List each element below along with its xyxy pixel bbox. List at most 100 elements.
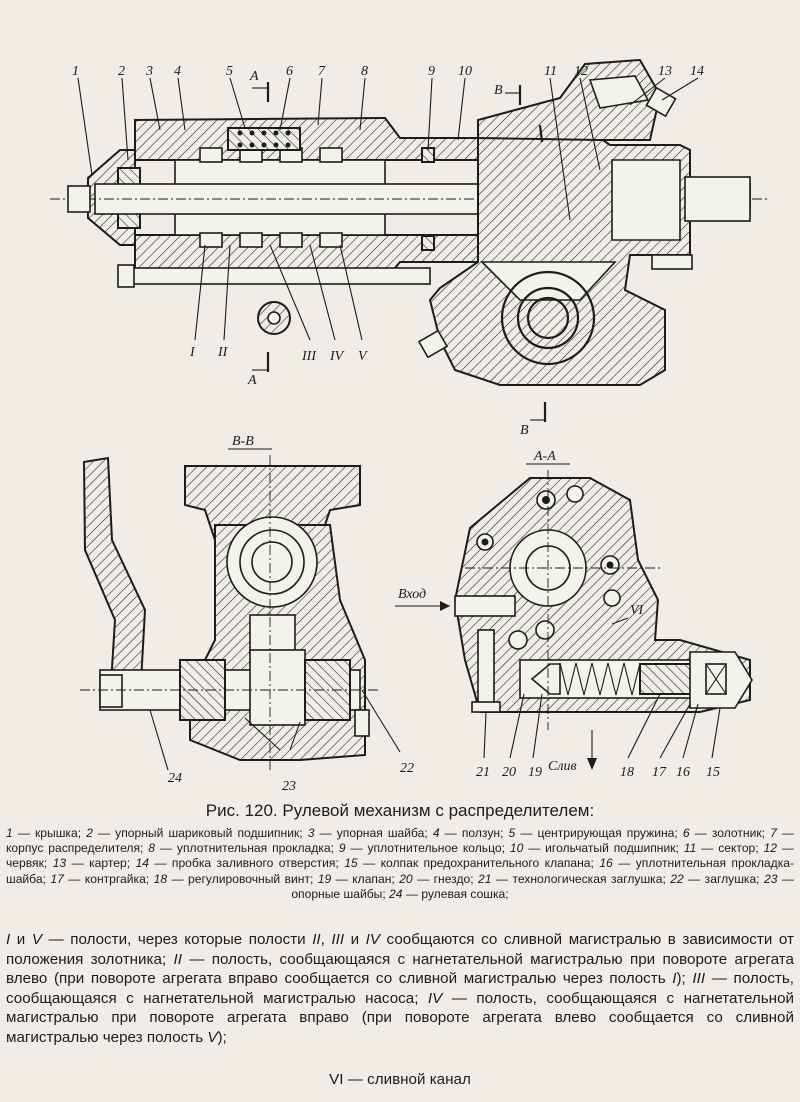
aa-tech-plug xyxy=(477,629,495,711)
svg-text:II: II xyxy=(217,345,229,360)
svg-text:10: 10 xyxy=(458,64,472,79)
legend-number: 7 xyxy=(770,826,777,840)
bb-plug xyxy=(354,709,370,737)
cavity-reference: VI xyxy=(329,1071,344,1088)
cavity-reference: V xyxy=(207,1028,218,1046)
svg-text:В: В xyxy=(494,83,503,98)
cavity-grooves xyxy=(199,147,343,248)
aa-inlet-channel xyxy=(454,595,516,617)
svg-text:Вход: Вход xyxy=(398,587,426,602)
svg-text:12: 12 xyxy=(574,64,588,79)
svg-text:V: V xyxy=(358,349,368,364)
svg-text:3: 3 xyxy=(145,64,153,79)
side-bolt xyxy=(651,254,693,270)
body-text-run: и xyxy=(344,931,366,948)
legend-text: — крышка; xyxy=(12,826,87,840)
seal-ring-bottom xyxy=(421,235,435,251)
body-text-run: ); xyxy=(676,970,693,988)
legend-number: 14 xyxy=(135,856,149,871)
svg-text:18: 18 xyxy=(620,765,634,780)
legend-number: 15 xyxy=(344,856,358,871)
section-bb: В-В 24 23 22 xyxy=(80,434,414,794)
legend-number: 1 xyxy=(6,826,13,840)
upper-chamber xyxy=(611,159,681,241)
legend-number: 23 xyxy=(764,871,778,886)
svg-text:IV: IV xyxy=(329,349,345,364)
section-mark-b: В В xyxy=(494,83,547,438)
legend-number: 4 xyxy=(432,826,440,840)
svg-text:6: 6 xyxy=(286,64,293,79)
legend-text: — уплотнительная прокладка; xyxy=(155,841,339,856)
legend-text: — корпус распределителя; xyxy=(6,826,794,856)
svg-text:19: 19 xyxy=(528,765,542,780)
legend-text: — пробка заливного отверстия; xyxy=(148,856,345,871)
cavity-reference: III xyxy=(331,931,345,948)
filler-plug xyxy=(645,86,677,118)
bb-sector-tooth xyxy=(249,614,296,656)
legend-text: — регулировочный винт; xyxy=(167,871,318,886)
aa-valve xyxy=(530,663,561,695)
cavity-reference: IV xyxy=(427,989,443,1007)
svg-text:23: 23 xyxy=(282,779,296,794)
legend-text: — центрирующая пружина; xyxy=(515,826,683,840)
cavity-reference: I xyxy=(672,970,677,988)
legend-text: — рулевая сошка; xyxy=(402,886,509,901)
svg-text:13: 13 xyxy=(658,64,672,79)
figure-caption-title: Рис. 120. Рулевой механизм с распределит… xyxy=(205,801,595,820)
svg-text:17: 17 xyxy=(652,765,667,780)
svg-text:21: 21 xyxy=(476,765,490,780)
legend-number: 8 xyxy=(148,841,156,856)
legend-number: 11 xyxy=(683,841,697,856)
seal-ring-top xyxy=(421,147,435,163)
legend-number: 2 xyxy=(86,826,93,840)
pitman-arm xyxy=(82,456,147,701)
svg-text:9: 9 xyxy=(428,64,435,79)
main-longitudinal-section: А А В В xyxy=(50,58,770,438)
output-shaft-end xyxy=(684,176,751,222)
legend-text: — картер; xyxy=(66,856,136,871)
legend-text: — упорная шайба; xyxy=(314,826,433,840)
body-text-run: — полости, через которые полости xyxy=(41,931,313,948)
legend-text: — золотник; xyxy=(689,826,771,840)
bleed-nipple xyxy=(417,329,449,359)
caption-body-text: I и V — полости, через которые полости I… xyxy=(6,930,794,1048)
svg-text:А: А xyxy=(249,69,259,84)
svg-text:22: 22 xyxy=(400,761,414,776)
legend-number: 20 xyxy=(399,871,413,886)
bb-sector-hub xyxy=(249,649,306,726)
sector xyxy=(480,261,617,301)
legend-number: 9 xyxy=(338,841,346,856)
legend-number: 10 xyxy=(509,841,524,856)
cavity-reference: IV xyxy=(365,931,381,948)
figure-legend: 1 — крышка; 2 — упорный шариковый подшип… xyxy=(6,826,794,902)
leader-lines xyxy=(77,77,699,341)
legend-number: 5 xyxy=(508,826,516,840)
svg-text:15: 15 xyxy=(706,765,720,780)
body-text-run: — полость, сообщающаяся с нагнетательной… xyxy=(6,989,794,1046)
legend-text: — уплотнительное кольцо; xyxy=(345,841,510,856)
body-text-run: и xyxy=(10,931,32,948)
legend-text: — технологическая заглушка; xyxy=(491,871,671,886)
technical-drawing: А А В В xyxy=(50,58,770,794)
legend-text: — червяк; xyxy=(6,841,794,871)
svg-text:14: 14 xyxy=(690,64,704,79)
legend-number: 19 xyxy=(317,871,332,886)
sector-shaft-outer xyxy=(500,270,596,366)
legend-number: 24 xyxy=(389,886,403,901)
legend-number: 13 xyxy=(52,856,67,871)
section-mark-a: А А xyxy=(247,69,270,388)
legend-number: 12 xyxy=(763,841,777,856)
svg-text:16: 16 xyxy=(676,765,690,780)
svg-text:7: 7 xyxy=(318,64,326,79)
body-text-run: ); xyxy=(217,1028,227,1046)
end-nut xyxy=(67,185,91,213)
svg-text:I: I xyxy=(189,345,196,360)
svg-text:VI: VI xyxy=(630,603,645,618)
svg-text:В-В: В-В xyxy=(232,434,254,449)
sector-shaft-mid xyxy=(516,286,580,350)
tie-rod-nut xyxy=(117,264,135,288)
svg-text:1: 1 xyxy=(72,64,79,79)
svg-text:20: 20 xyxy=(502,765,516,780)
cavity-labels: I II III IV V xyxy=(189,345,368,364)
legend-text: — сектор; xyxy=(696,841,764,856)
